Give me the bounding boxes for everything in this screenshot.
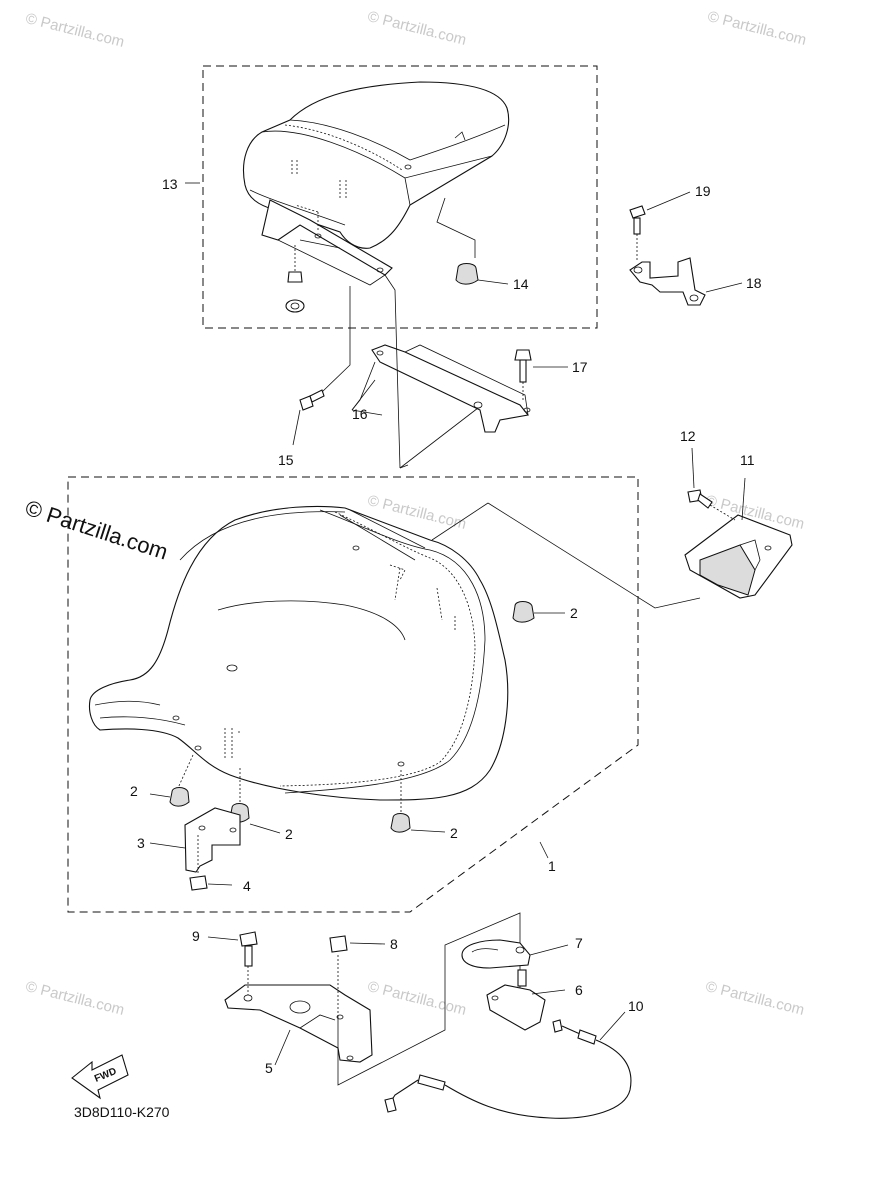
damper-14	[436, 197, 509, 285]
nut-4	[189, 835, 233, 891]
rear-seat-bracket	[261, 199, 393, 286]
callout-11: 11	[740, 452, 755, 468]
main-seat-group-box	[67, 476, 639, 913]
callout-17: 17	[572, 359, 588, 375]
callout-8: 8	[390, 936, 398, 952]
callout-2-center: 2	[285, 826, 293, 842]
lock-lever-7	[461, 939, 569, 969]
bolt-19	[629, 191, 691, 262]
seat-lock-bracket-11	[431, 477, 793, 609]
bolt-15	[292, 286, 351, 446]
callout-1: 1	[548, 858, 556, 874]
damper-2-left	[149, 754, 194, 807]
callout-19: 19	[695, 183, 711, 199]
callout-10: 10	[628, 998, 644, 1014]
main-seat	[88, 505, 509, 801]
bracket-18	[629, 257, 743, 306]
forward-arrow: FWD	[71, 1054, 129, 1100]
rear-seat-group-box	[202, 65, 598, 329]
nut-8	[329, 935, 386, 1015]
callout-3: 3	[137, 835, 145, 851]
callout-13: 13	[162, 176, 178, 192]
callout-2-right: 2	[570, 605, 578, 621]
callout-4: 4	[243, 878, 251, 894]
rear-seat	[243, 81, 510, 249]
callout-16: 16	[352, 406, 368, 422]
callout-2-rear: 2	[450, 825, 458, 841]
callout-5: 5	[265, 1060, 273, 1076]
damper-2-right	[512, 601, 565, 623]
callout-12: 12	[680, 428, 696, 444]
callout-15: 15	[278, 452, 294, 468]
lock-cable-10	[384, 1011, 632, 1119]
bolt-17	[514, 349, 568, 402]
bolt-12	[687, 447, 736, 521]
callout-7: 7	[575, 935, 583, 951]
damper-2-rear	[390, 770, 446, 833]
diagram-code: 3D8D110-K270	[74, 1104, 170, 1120]
callout-2-left: 2	[130, 783, 138, 799]
bracket-3	[149, 807, 241, 873]
rear-seat-nut	[285, 245, 305, 313]
seat-bracket-16	[351, 344, 531, 433]
lock-6	[486, 969, 566, 1031]
callout-9: 9	[192, 928, 200, 944]
bolt-9	[207, 931, 258, 995]
lock-plate-5	[224, 984, 373, 1066]
callout-14: 14	[513, 276, 529, 292]
callout-6: 6	[575, 982, 583, 998]
callout-18: 18	[746, 275, 762, 291]
